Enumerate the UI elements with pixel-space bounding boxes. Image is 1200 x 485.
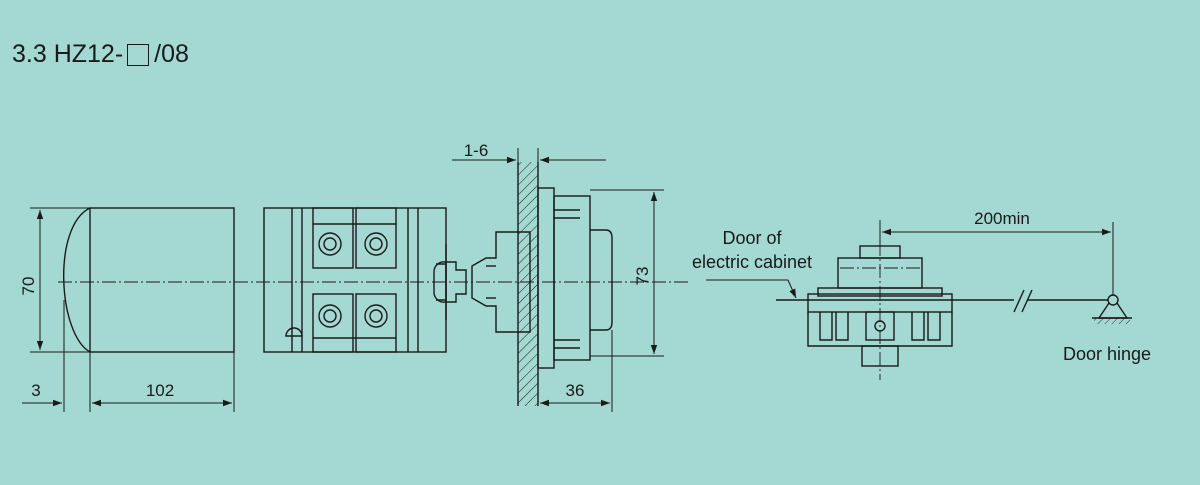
dimension-73: 73 <box>590 189 664 357</box>
dimension-36: 36 <box>540 330 613 412</box>
dimension-1-6-label: 1-6 <box>464 141 489 160</box>
door-hinge-label: Door hinge <box>1063 344 1151 364</box>
dimension-73-label: 73 <box>633 267 652 286</box>
title-suffix: /08 <box>154 40 189 68</box>
dimension-1-6: 1-6 <box>452 141 606 164</box>
dimension-200min-label: 200min <box>974 209 1030 228</box>
dimension-70: 70 <box>19 207 90 353</box>
dimension-36-label: 36 <box>566 381 585 400</box>
dimension-3: 3 <box>22 300 235 412</box>
dimension-200min: 200min <box>879 209 1114 295</box>
dimension-70-label: 70 <box>19 277 38 296</box>
title-prefix: 3.3 HZ12- <box>12 40 124 68</box>
model-placeholder-box <box>127 43 150 66</box>
switch-body <box>263 207 467 353</box>
switch-cover <box>63 207 235 353</box>
panel-and-knob <box>471 162 613 406</box>
dimension-3-label: 3 <box>31 381 40 400</box>
door-label-line1: Door of <box>722 228 782 248</box>
dimension-102-label: 102 <box>146 381 174 400</box>
dimension-102: 102 <box>92 381 232 407</box>
page-title: 3.3 HZ12- /08 <box>12 40 189 69</box>
door-label-line2: electric cabinet <box>692 252 812 272</box>
